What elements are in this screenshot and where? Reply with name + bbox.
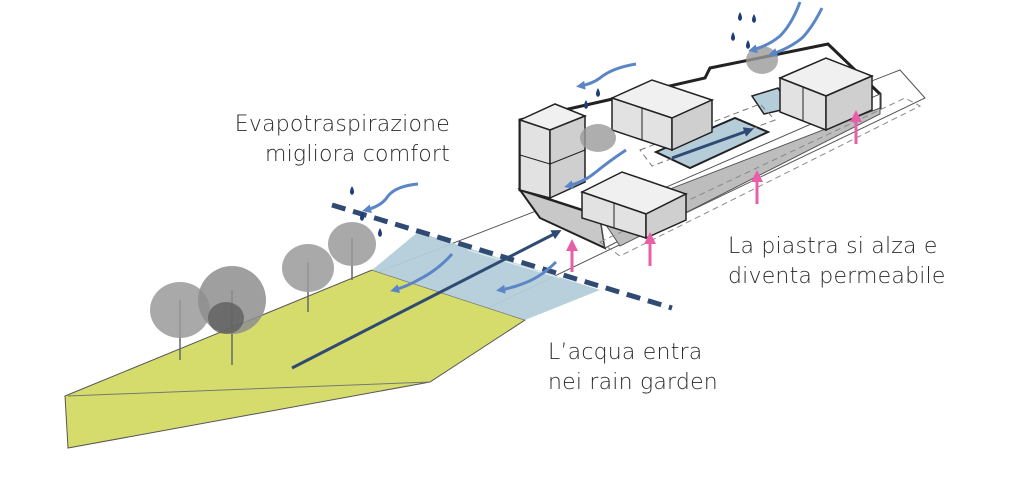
label-piastra-line2: diventa permeabile [728, 264, 946, 289]
flow-arrow [671, 127, 754, 160]
label-piastra-line1: La piastra si alza e [728, 234, 938, 259]
wind-arrow-icon [748, 1, 802, 54]
wind-arrow-icon [496, 260, 558, 294]
dashed-boundary [331, 202, 673, 311]
wind-arrow-icon [390, 253, 454, 293]
label-evapotraspirazione: Evapotraspirazione migliora comfort [210, 110, 450, 170]
label-acqua: L’acqua entra nei rain garden [548, 338, 768, 398]
wind-arrow-icon [362, 182, 419, 214]
building-block-south [580, 171, 688, 240]
permeable-plate-outline [599, 97, 922, 257]
wind-arrow-icon [564, 148, 627, 190]
wind-arrow-icon [576, 62, 637, 90]
rain-drop-icon [350, 186, 382, 237]
tree-icon [282, 244, 334, 312]
green-area [64, 269, 527, 449]
rain-drop-icon [584, 88, 600, 109]
tree-icon [328, 222, 376, 280]
label-acqua-line1: L’acqua entra [548, 340, 703, 365]
rain-drop-icon [731, 12, 756, 49]
label-evapo-line1: Evapotraspirazione [234, 112, 450, 137]
label-acqua-line2: nei rain garden [548, 370, 718, 395]
building-block-north [609, 79, 715, 152]
label-piastra: La piastra si alza e diventa permeabile [728, 232, 988, 292]
tree-icon [198, 266, 266, 365]
building-block-west [517, 103, 588, 200]
building-block-east [778, 57, 874, 132]
wind-arrow-icon [768, 7, 824, 57]
flow-arrow [291, 230, 562, 370]
label-evapo-line2: migliora comfort [264, 142, 450, 167]
tree-icon [150, 282, 210, 360]
